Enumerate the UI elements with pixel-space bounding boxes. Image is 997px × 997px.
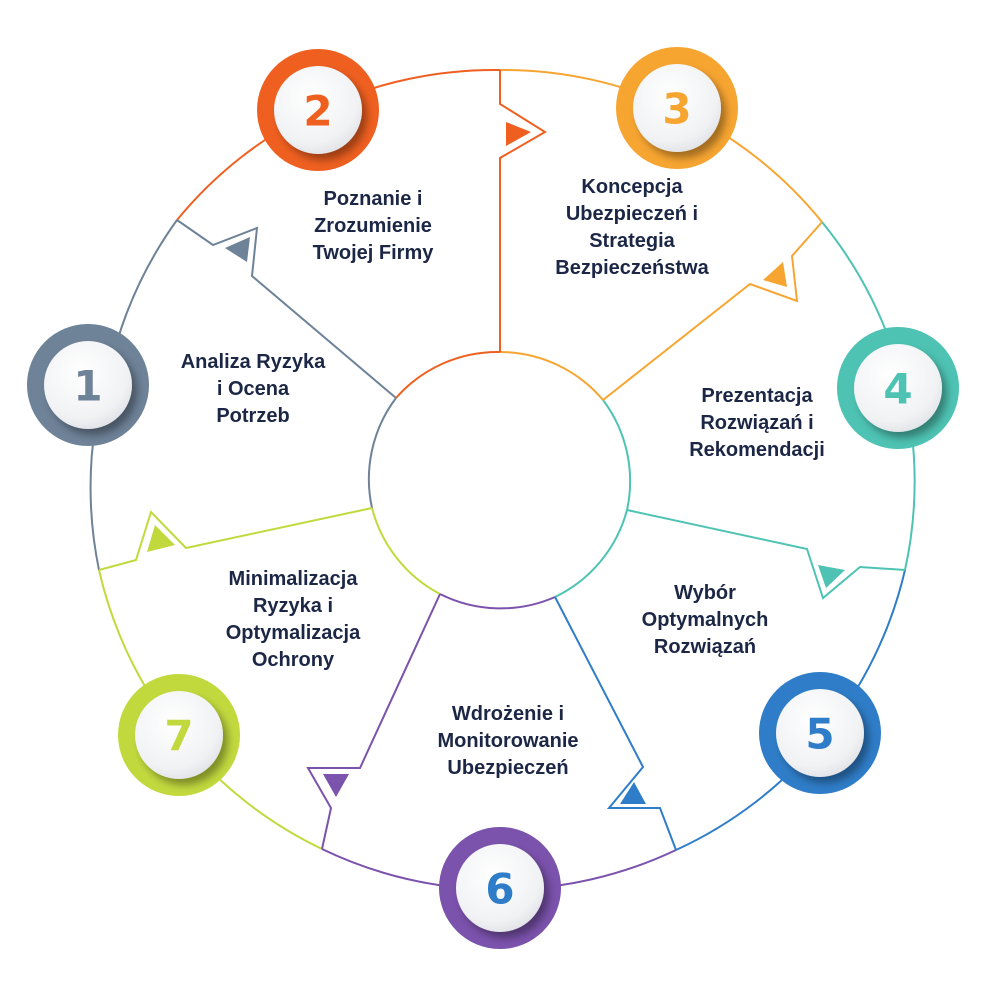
node-face (456, 844, 544, 932)
hub-arc-segment (371, 507, 441, 595)
step-2-label: Poznanie i Zrozumienie Twojej Firmy (312, 188, 434, 264)
hub-arc-segment (499, 351, 604, 401)
spoke-divider-4-5 (626, 509, 906, 600)
node-number: 7 (164, 712, 193, 761)
outer-arc-segment (115, 219, 178, 346)
node-2: 2 (257, 49, 379, 171)
node-7: 7 (118, 674, 240, 796)
arrow-triangle-icon (763, 262, 787, 287)
node-face (854, 344, 942, 432)
arrow-triangle-icon (147, 525, 175, 552)
spoke-divider-3-4 (602, 221, 823, 401)
arrow-triangle-icon (225, 237, 250, 262)
node-face (44, 341, 132, 429)
node-number: 4 (883, 365, 912, 414)
node-number: 3 (662, 85, 691, 134)
spoke-divider-7-1 (98, 507, 373, 571)
arrow-markers (147, 122, 845, 804)
spoke-divider-5-6 (554, 596, 677, 851)
step-6-label: Wdrożenie i Monitorowanie Ubezpieczeń (437, 703, 579, 779)
node-face (135, 691, 223, 779)
node-3: 3 (616, 47, 738, 169)
node-number: 6 (485, 865, 514, 914)
arrow-triangle-icon (323, 774, 349, 797)
spoke-divider-1-2 (176, 219, 397, 399)
node-number: 5 (805, 710, 834, 759)
arrow-triangle-icon (506, 122, 531, 146)
spoke-divider-2-3 (499, 70, 547, 352)
spoke-dividers (98, 70, 906, 851)
node-face (633, 64, 721, 152)
node-face (274, 66, 362, 154)
step-7-label: Minimalizacja Ryzyka i Optymalizacja Och… (225, 568, 361, 671)
node-6: 6 (439, 827, 561, 949)
hub-arc-segment (554, 509, 628, 598)
node-4: 4 (837, 327, 959, 449)
center-hub (367, 350, 632, 610)
hub-arc-segment (439, 593, 556, 610)
step-5-label: Wybór Optymalnych Rozwiązań (641, 582, 769, 658)
node-number: 2 (303, 87, 332, 136)
node-1: 1 (27, 324, 149, 446)
spoke-divider-6-7 (306, 593, 441, 850)
hub-arc-segment (395, 350, 501, 399)
arrow-triangle-icon (818, 565, 845, 588)
hub-arc-segment (367, 397, 397, 509)
node-face (776, 689, 864, 777)
step-4-label: Prezentacja Rozwiązań i Rekomendacji (689, 385, 825, 461)
node-5: 5 (759, 672, 881, 794)
node-number: 1 (73, 362, 102, 411)
step-3-label: Koncepcja Ubezpieczeń i Strategia Bezpie… (555, 176, 709, 279)
step-1-label: Analiza Ryzyka i Ocena Potrzeb (180, 351, 326, 427)
hub-arc-segment (602, 399, 632, 511)
arrow-triangle-icon (620, 782, 646, 804)
